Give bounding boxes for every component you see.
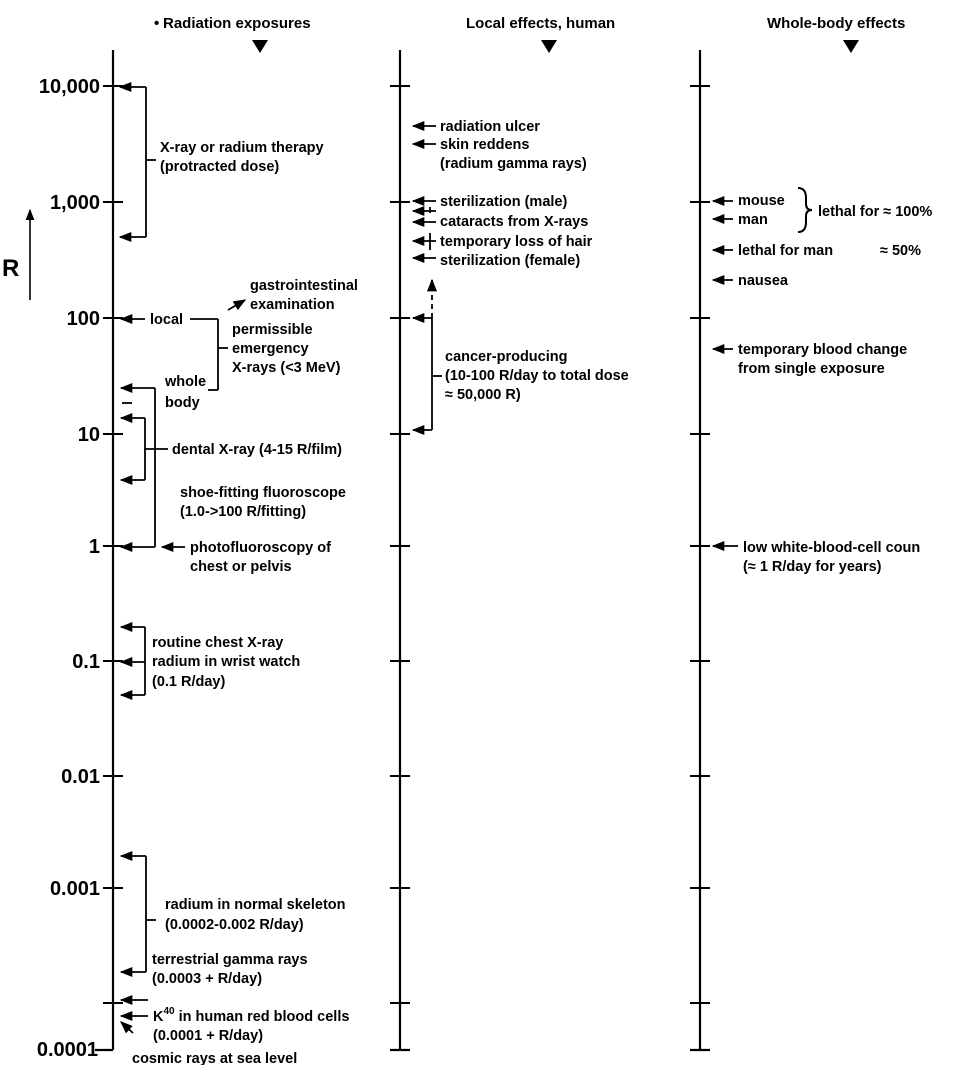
whole-body-axis-ticks [690,85,710,1052]
k40-superscript: 40 [163,1006,175,1017]
cataracts: cataracts from X-rays [440,214,588,230]
tick-label-100: 100 [67,308,100,330]
header-dot: • [154,15,159,32]
tick-label-0.1: 0.1 [72,651,100,673]
terrestrial-line1: terrestrial gamma rays [152,952,308,968]
header-radiation-exposures: Radiation exposures [163,15,311,32]
skeleton-line2: (0.0002-0.002 R/day) [165,917,304,933]
gi-line1: gastrointestinal [250,278,358,294]
chest-xray-line1: routine chest X-ray [152,635,283,651]
lethal-100-percent: lethal for ≈ 100% [818,204,932,220]
dental-xray-label: dental X-ray (4-15 R/film) [172,442,342,458]
terrestrial-line2: (0.0003 + R/day) [152,971,262,987]
blood-change-line2: from single exposure [738,361,885,377]
shoe-fitting-line2: (1.0->100 R/fitting) [180,504,306,520]
tick-label-0.001: 0.001 [50,878,100,900]
header-arrow-local [541,40,557,53]
tick-label-10: 10 [78,424,100,446]
gi-line2: examination [250,297,335,313]
sterilization-female: sterilization (female) [440,253,580,269]
sterilization-male: sterilization (male) [440,194,567,210]
xray-therapy-line2: (protracted dose) [160,159,279,175]
k40-line1: K40 in human red blood cells [153,1006,349,1025]
shoe-fitting-line1: shoe-fitting fluoroscope [180,485,346,501]
k40-text: in human red blood cells [179,1009,350,1025]
tick-label-0.01: 0.01 [61,766,100,788]
cancer-line2: (10-100 R/day to total dose [445,368,629,384]
low-wbc-line2: (≈ 1 R/day for years) [743,559,882,575]
tick-label-10000: 10,000 [39,76,100,98]
header-arrow-exposures [252,40,268,53]
xray-therapy-line1: X-ray or radium therapy [160,140,324,156]
local-axis-ticks [390,85,410,1052]
photofluoroscopy-line1: photofluoroscopy of [190,540,331,556]
nausea: nausea [738,273,789,289]
local-effect-markers [411,120,442,436]
permissible-line3: X-rays (<3 MeV) [232,360,341,376]
k40-symbol: K [153,1009,164,1025]
header-local-effects: Local effects, human [466,15,615,32]
lethal-50-percent: ≈ 50% [880,243,921,259]
header-arrow-whole [843,40,859,53]
lethal-for-man: lethal for man [738,243,833,259]
blood-change-line1: temporary blood change [738,342,907,358]
exposure-markers [118,81,247,1034]
chest-xray-line3: (0.1 R/day) [152,674,225,690]
temporary-hair-loss: temporary loss of hair [440,234,593,250]
lethal-man-100: man [738,212,768,228]
exposure-axis-ticks [95,85,123,1052]
cancer-line1: cancer-producing [445,349,567,365]
cosmic-rays-line1: cosmic rays at sea level [132,1051,297,1065]
tick-label-1: 1 [89,536,100,558]
whole-body-line1: whole [164,374,206,390]
axis-label-r: R [2,255,19,282]
skin-reddens-line1: skin reddens [440,137,529,153]
photofluoroscopy-line2: chest or pelvis [190,559,292,575]
whole-body-line2: body [165,395,200,411]
whole-body-markers [711,187,813,552]
header-whole-body-effects: Whole-body effects [767,15,905,32]
chest-xray-line2: radium in wrist watch [152,654,300,670]
tick-label-0.0001: 0.0001 [37,1039,98,1061]
permissible-line1: permissible [232,322,313,338]
local-label: local [150,312,183,328]
tick-label-1000: 1,000 [50,192,100,214]
low-wbc-line1: low white-blood-cell coun [743,540,920,556]
cancer-line3: ≈ 50,000 R) [445,387,521,403]
skin-reddens-line2: (radium gamma rays) [440,156,587,172]
k40-line2: (0.0001 + R/day) [153,1028,263,1044]
permissible-line2: emergency [232,341,309,357]
radiation-ulcer: radiation ulcer [440,119,540,135]
lethal-mouse: mouse [738,193,785,209]
skeleton-line1: radium in normal skeleton [165,897,346,913]
